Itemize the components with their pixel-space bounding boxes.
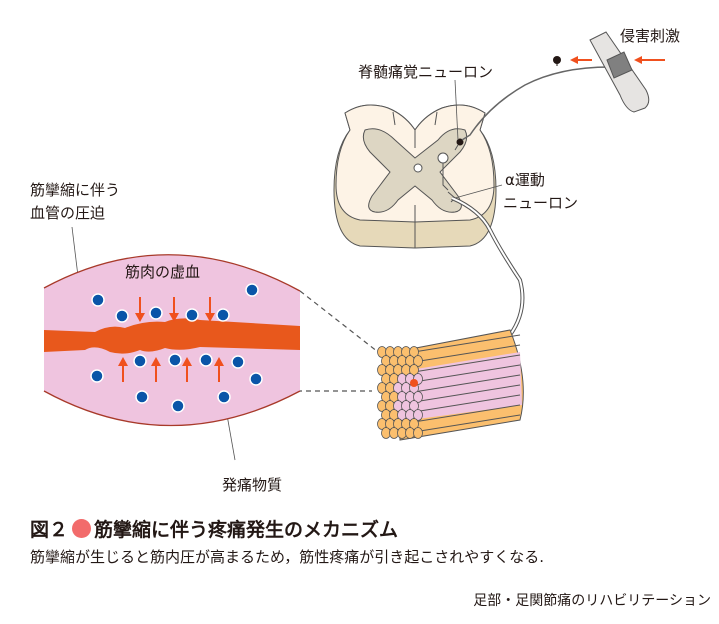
label-alpha-motor-1: α運動 bbox=[505, 171, 545, 189]
caption-dot-icon bbox=[72, 519, 92, 538]
interneuron-body bbox=[437, 152, 449, 164]
pain-substance-dot bbox=[217, 390, 231, 404]
compression-arrows bbox=[118, 297, 224, 382]
spinal-cord bbox=[333, 104, 497, 249]
figure-number: 図２ bbox=[30, 519, 69, 541]
central-canal bbox=[413, 163, 423, 173]
pain-substance-dot bbox=[249, 372, 263, 386]
pain-substance-dot bbox=[185, 308, 199, 322]
pain-substance-dot bbox=[171, 399, 185, 413]
spasm-point bbox=[410, 379, 418, 387]
fiber-end bbox=[413, 355, 423, 367]
pain-substance-dots bbox=[90, 283, 263, 413]
label-pain-substance: 発痛物質 bbox=[222, 476, 283, 494]
zoom-line-top bbox=[299, 290, 379, 353]
arrowhead bbox=[205, 313, 215, 322]
pain-substance-dot bbox=[90, 369, 104, 383]
label-muscle-ischemia: 筋肉の虚血 bbox=[125, 263, 201, 281]
arrowhead bbox=[182, 357, 192, 366]
sensory-nerve-fiber bbox=[461, 66, 611, 141]
stimulus-probe bbox=[589, 31, 650, 113]
muscle-fiber-bundle bbox=[377, 329, 524, 441]
pain-substance-dot bbox=[135, 390, 149, 404]
arrowhead bbox=[135, 313, 145, 322]
label-noxious-stimulus: 侵害刺激 bbox=[620, 27, 681, 45]
fiber-end bbox=[413, 427, 423, 439]
figure-caption-title: 図２ 筋攣縮に伴う疼痛発生のメカニズム bbox=[30, 515, 398, 542]
pain-substance-dot bbox=[115, 309, 129, 323]
label-alpha-motor-2: ニューロン bbox=[503, 194, 579, 212]
leader-motor-neuron bbox=[454, 184, 503, 199]
arrow-left-icon bbox=[570, 56, 578, 64]
fiber-end bbox=[409, 364, 419, 376]
leader-pain-neuron bbox=[454, 79, 459, 141]
pain-substance-dot bbox=[216, 308, 230, 322]
pain-neuron-body bbox=[456, 138, 464, 146]
muscle-ischemia-lens bbox=[43, 254, 301, 427]
blood-vessel bbox=[44, 318, 300, 354]
stimulus-arrows bbox=[570, 56, 665, 64]
arrow-left-icon bbox=[634, 56, 642, 64]
arrowhead bbox=[169, 313, 179, 322]
fiber-end bbox=[413, 391, 423, 403]
pain-substance-dot bbox=[133, 354, 147, 368]
pain-substance-dot bbox=[199, 353, 213, 367]
pain-substance-dot bbox=[149, 306, 163, 320]
arrowhead bbox=[118, 357, 128, 366]
posterior-sulcus bbox=[392, 111, 438, 148]
arrowhead bbox=[151, 357, 161, 366]
label-spinal-pain-neuron: 脊髄痛覚ニューロン bbox=[358, 63, 494, 81]
pain-substance-dot bbox=[91, 293, 105, 307]
figure-description: 筋攣縮が生じると筋内圧が高まるため，筋性疼痛が引き起こされやすくなる. bbox=[30, 548, 545, 566]
fiber-end bbox=[409, 418, 419, 430]
label-vessel-compression-1: 筋攣縮に伴う bbox=[30, 181, 121, 199]
fiber-end bbox=[409, 400, 419, 412]
fiber-end bbox=[413, 409, 423, 421]
source-label: 足部・足関節痛のリハビリテーション bbox=[473, 593, 711, 609]
pain-substance-dot bbox=[245, 283, 259, 297]
receptor-dot bbox=[553, 56, 561, 64]
arrowhead bbox=[214, 357, 224, 366]
label-vessel-compression-2: 血管の圧迫 bbox=[30, 204, 106, 222]
pain-substance-dot bbox=[231, 355, 245, 369]
fiber-end bbox=[409, 346, 419, 358]
figure-title: 筋攣縮に伴う疼痛発生のメカニズム bbox=[94, 519, 399, 541]
synapse-lines bbox=[442, 144, 459, 191]
pain-substance-dot bbox=[168, 353, 182, 367]
